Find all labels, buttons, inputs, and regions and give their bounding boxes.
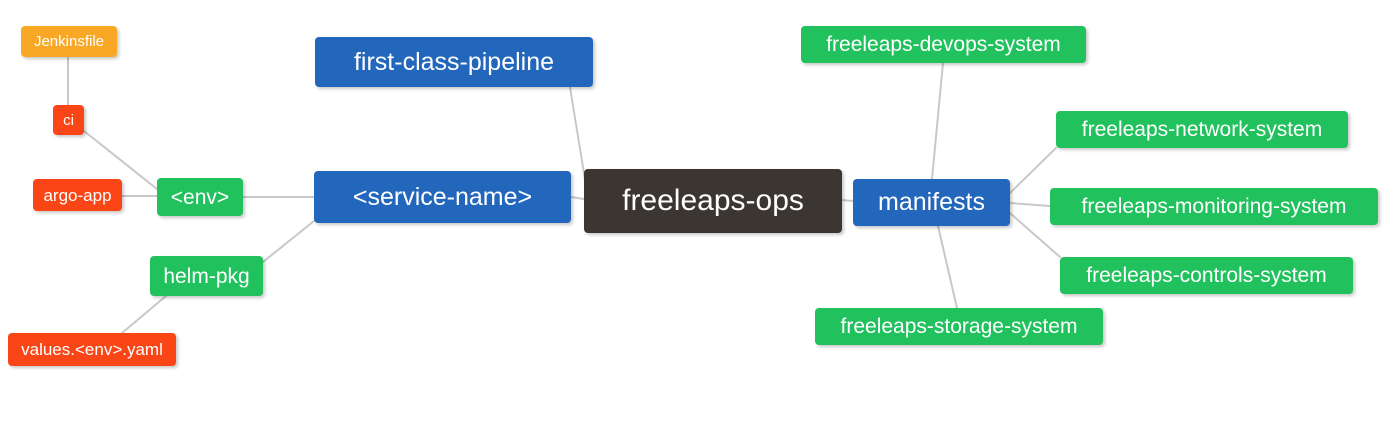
node-first-class-pipeline[interactable]: first-class-pipeline	[315, 37, 593, 87]
node-manifests[interactable]: manifests	[853, 179, 1010, 226]
node-ci[interactable]: ci	[53, 105, 84, 135]
edge-freeleaps-ops-to-manifests	[841, 199, 854, 202]
node-service-name[interactable]: <service-name>	[314, 171, 571, 223]
node-values-env-yaml[interactable]: values.<env>.yaml	[8, 333, 176, 366]
edge-freeleaps-ops-to-service-name	[570, 196, 585, 200]
edge-helm-pkg-to-values-env-yaml	[121, 295, 167, 334]
edge-manifests-to-freeleaps-network-system	[1009, 147, 1057, 194]
node-env[interactable]: <env>	[157, 178, 243, 216]
edge-manifests-to-freeleaps-devops-system	[931, 62, 944, 180]
node-freeleaps-monitoring-system[interactable]: freeleaps-monitoring-system	[1050, 188, 1378, 225]
node-jenkinsfile[interactable]: Jenkinsfile	[21, 26, 117, 57]
node-freeleaps-storage-system[interactable]: freeleaps-storage-system	[815, 308, 1103, 345]
node-freeleaps-network-system[interactable]: freeleaps-network-system	[1056, 111, 1348, 148]
edge-manifests-to-freeleaps-monitoring-system	[1009, 202, 1051, 207]
node-helm-pkg[interactable]: helm-pkg	[150, 256, 263, 296]
edge-service-name-to-helm-pkg	[262, 220, 315, 263]
node-freeleaps-devops-system[interactable]: freeleaps-devops-system	[801, 26, 1086, 63]
node-argo-app[interactable]: argo-app	[33, 179, 122, 211]
node-freeleaps-ops[interactable]: freeleaps-ops	[584, 169, 842, 233]
edge-manifests-to-freeleaps-storage-system	[937, 225, 958, 309]
node-freeleaps-controls-system[interactable]: freeleaps-controls-system	[1060, 257, 1353, 294]
